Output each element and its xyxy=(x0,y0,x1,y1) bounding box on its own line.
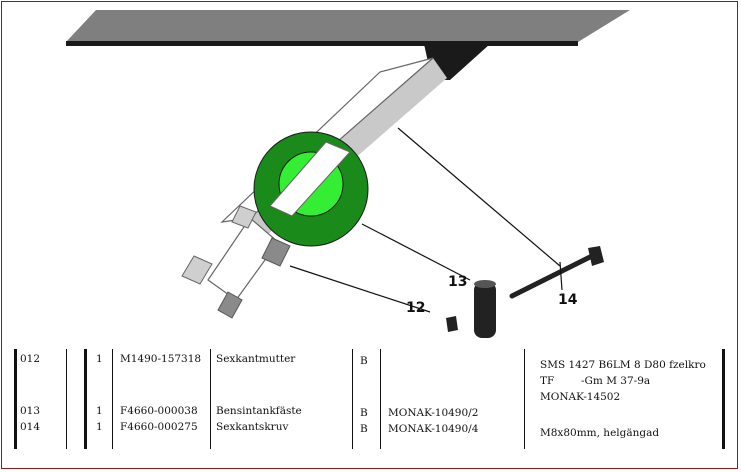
table-rule xyxy=(112,349,113,449)
nut-lower-right xyxy=(217,291,243,319)
leader-line-13 xyxy=(361,223,471,281)
table-rule xyxy=(380,349,381,449)
cell-name: Sexkantmutter xyxy=(216,353,296,365)
table-rule xyxy=(210,349,211,449)
cell-qty: 1 xyxy=(96,353,103,365)
callout-14: 14 xyxy=(558,292,578,308)
cell-name: Bensintankfäste xyxy=(216,405,302,417)
bracket-arm-cross xyxy=(269,141,351,217)
part-13-sleeve xyxy=(474,282,496,338)
table-rule xyxy=(352,349,353,449)
cell-spec: M8x80mm, helgängad xyxy=(540,427,660,439)
cell-spec: MONAK-14502 xyxy=(540,391,621,403)
cell-name: Sexkantskruv xyxy=(216,421,289,433)
cell-spec: TF -Gm M 37-9a xyxy=(540,375,651,387)
exploded-parts-diagram: 13 12 14 xyxy=(66,10,630,338)
table-rule xyxy=(524,349,525,449)
leader-line-12 xyxy=(289,265,431,313)
callout-13: 13 xyxy=(448,274,467,290)
cell-part-no: F4660-000275 xyxy=(120,421,198,433)
cell-part-no: F4660-000038 xyxy=(120,405,198,417)
leader-line-14 xyxy=(397,127,561,267)
cell-qty: 1 xyxy=(96,421,103,433)
cell-code: B xyxy=(360,423,368,435)
part-14-bolt-shank xyxy=(509,253,595,299)
table-rule xyxy=(14,349,17,449)
cell-spec: SMS 1427 B6LM 8 D80 fzelkro xyxy=(540,359,706,371)
tank-plate-edge xyxy=(66,41,578,46)
part-14-bolt-head xyxy=(588,246,604,266)
cell-pos: 013 xyxy=(20,405,41,417)
tank-top-plate xyxy=(66,10,630,42)
parts-list-table: 012 1 M1490-157318 Sexkantmutter B SMS 1… xyxy=(0,343,741,472)
table-rule xyxy=(66,349,67,449)
cell-pos: 014 xyxy=(20,421,41,433)
cell-code: B xyxy=(360,407,368,419)
cell-ref: MONAK-10490/2 xyxy=(388,407,479,419)
cell-code: B xyxy=(360,355,368,367)
nut-upper-right xyxy=(261,237,291,267)
cell-qty: 1 xyxy=(96,405,103,417)
nut-lower-left xyxy=(181,255,213,285)
cell-ref: MONAK-10490/4 xyxy=(388,423,479,435)
table-rule xyxy=(84,349,87,449)
part-13-sleeve-top xyxy=(474,280,496,288)
callout-12: 12 xyxy=(406,300,425,316)
nut-upper-left xyxy=(231,205,257,229)
part-12-nut xyxy=(446,316,458,332)
cell-pos: 012 xyxy=(20,353,41,365)
table-rule xyxy=(722,349,725,449)
part-14-leader xyxy=(559,261,563,291)
cell-part-no: M1490-157318 xyxy=(120,353,202,365)
